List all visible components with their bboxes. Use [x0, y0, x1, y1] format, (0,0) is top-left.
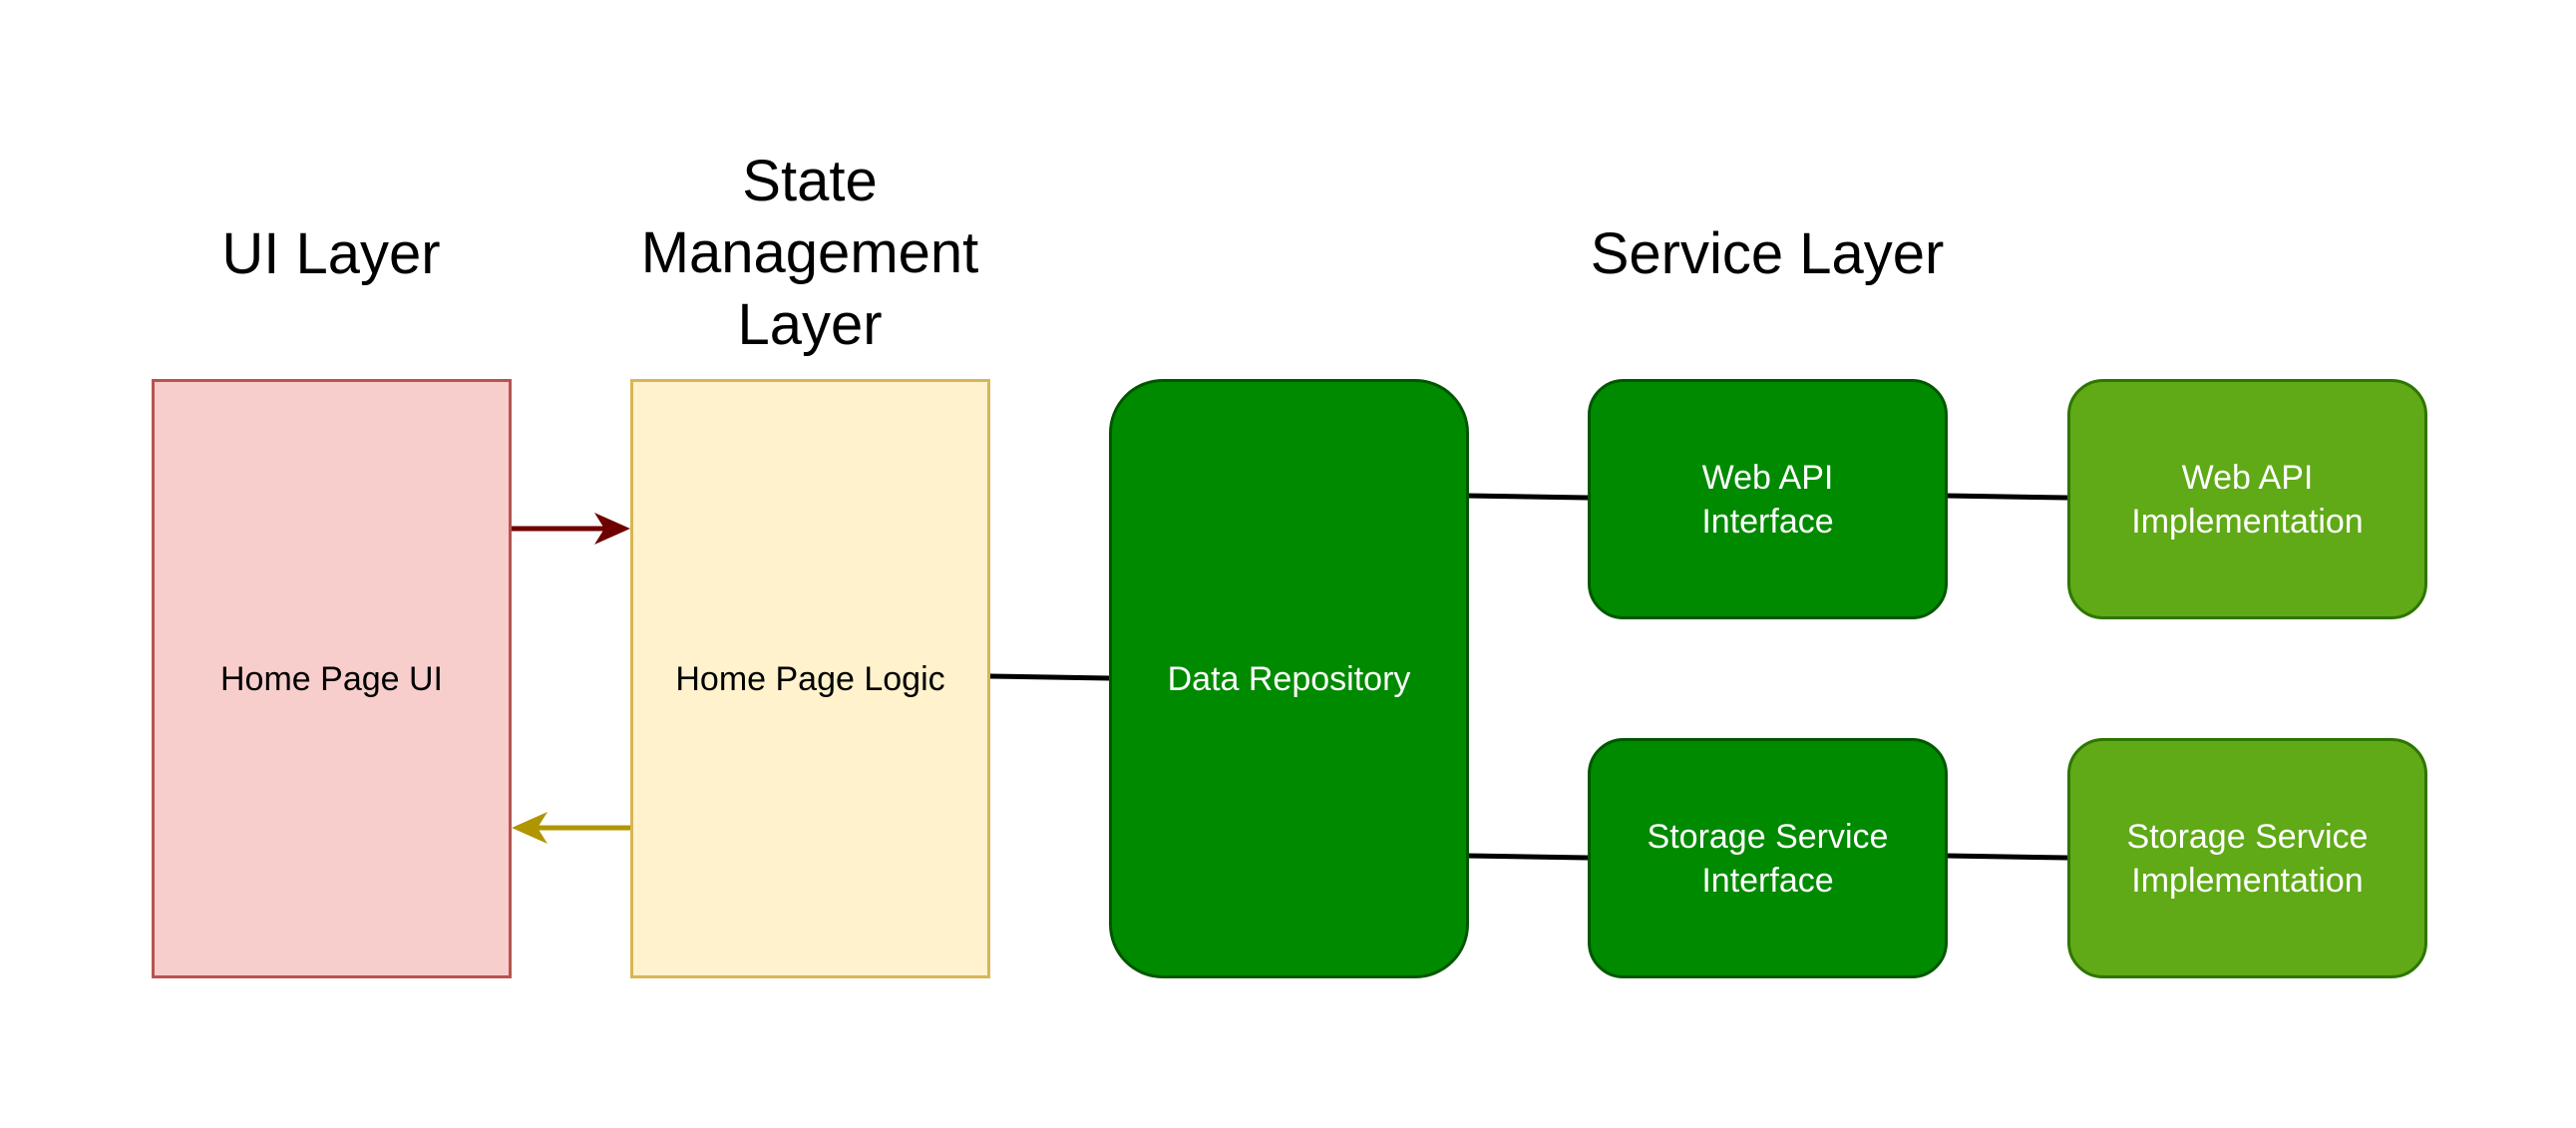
web-api-interface-box[interactable]: Web API Interface	[1588, 379, 1948, 619]
connector-repository-to-web-api-interface	[1467, 493, 1589, 501]
data-repository-label: Data Repository	[1168, 657, 1411, 701]
web-api-implementation-box[interactable]: Web API Implementation	[2067, 379, 2427, 619]
label-line: State	[742, 149, 878, 213]
label-line: Storage Service	[1647, 817, 1889, 856]
label-line: Home Page Logic	[675, 659, 945, 698]
home-page-logic-box[interactable]: Home Page Logic	[630, 379, 990, 978]
label-line: Data Repository	[1167, 659, 1411, 698]
data-repository-box[interactable]: Data Repository	[1109, 379, 1469, 978]
home-page-ui-box[interactable]: Home Page UI	[152, 379, 512, 978]
label-line: Service Layer	[1590, 221, 1945, 286]
arrow-state-to-ui-head	[512, 812, 548, 844]
label-line: Web API	[1701, 458, 1834, 497]
label-line: Interface	[1701, 502, 1834, 541]
home-page-ui-label: Home Page UI	[220, 657, 443, 701]
label-line: Implementation	[2131, 502, 2364, 541]
label-line: Web API	[2181, 458, 2314, 497]
label-line: Implementation	[2131, 861, 2364, 900]
label-line: Layer	[737, 292, 883, 357]
web-api-implementation-label: Web API Implementation	[2131, 456, 2363, 544]
heading-service-layer: Service Layer	[1528, 218, 2007, 290]
connector-web-api-interface-to-implementation	[1946, 493, 2068, 501]
arrow-ui-to-state-head	[594, 513, 630, 545]
label-line: Interface	[1701, 861, 1834, 900]
label-line: UI Layer	[221, 221, 441, 286]
connector-logic-to-repository	[988, 673, 1110, 681]
label-line: Home Page UI	[220, 659, 443, 698]
label-line: Storage Service	[2126, 817, 2369, 856]
label-line: Management	[640, 220, 979, 285]
home-page-logic-label: Home Page Logic	[675, 657, 944, 701]
web-api-interface-label: Web API Interface	[1701, 456, 1833, 544]
connector-repository-to-storage-interface	[1467, 853, 1589, 861]
heading-ui-layer: UI Layer	[152, 218, 511, 290]
connector-storage-interface-to-implementation	[1946, 853, 2068, 861]
